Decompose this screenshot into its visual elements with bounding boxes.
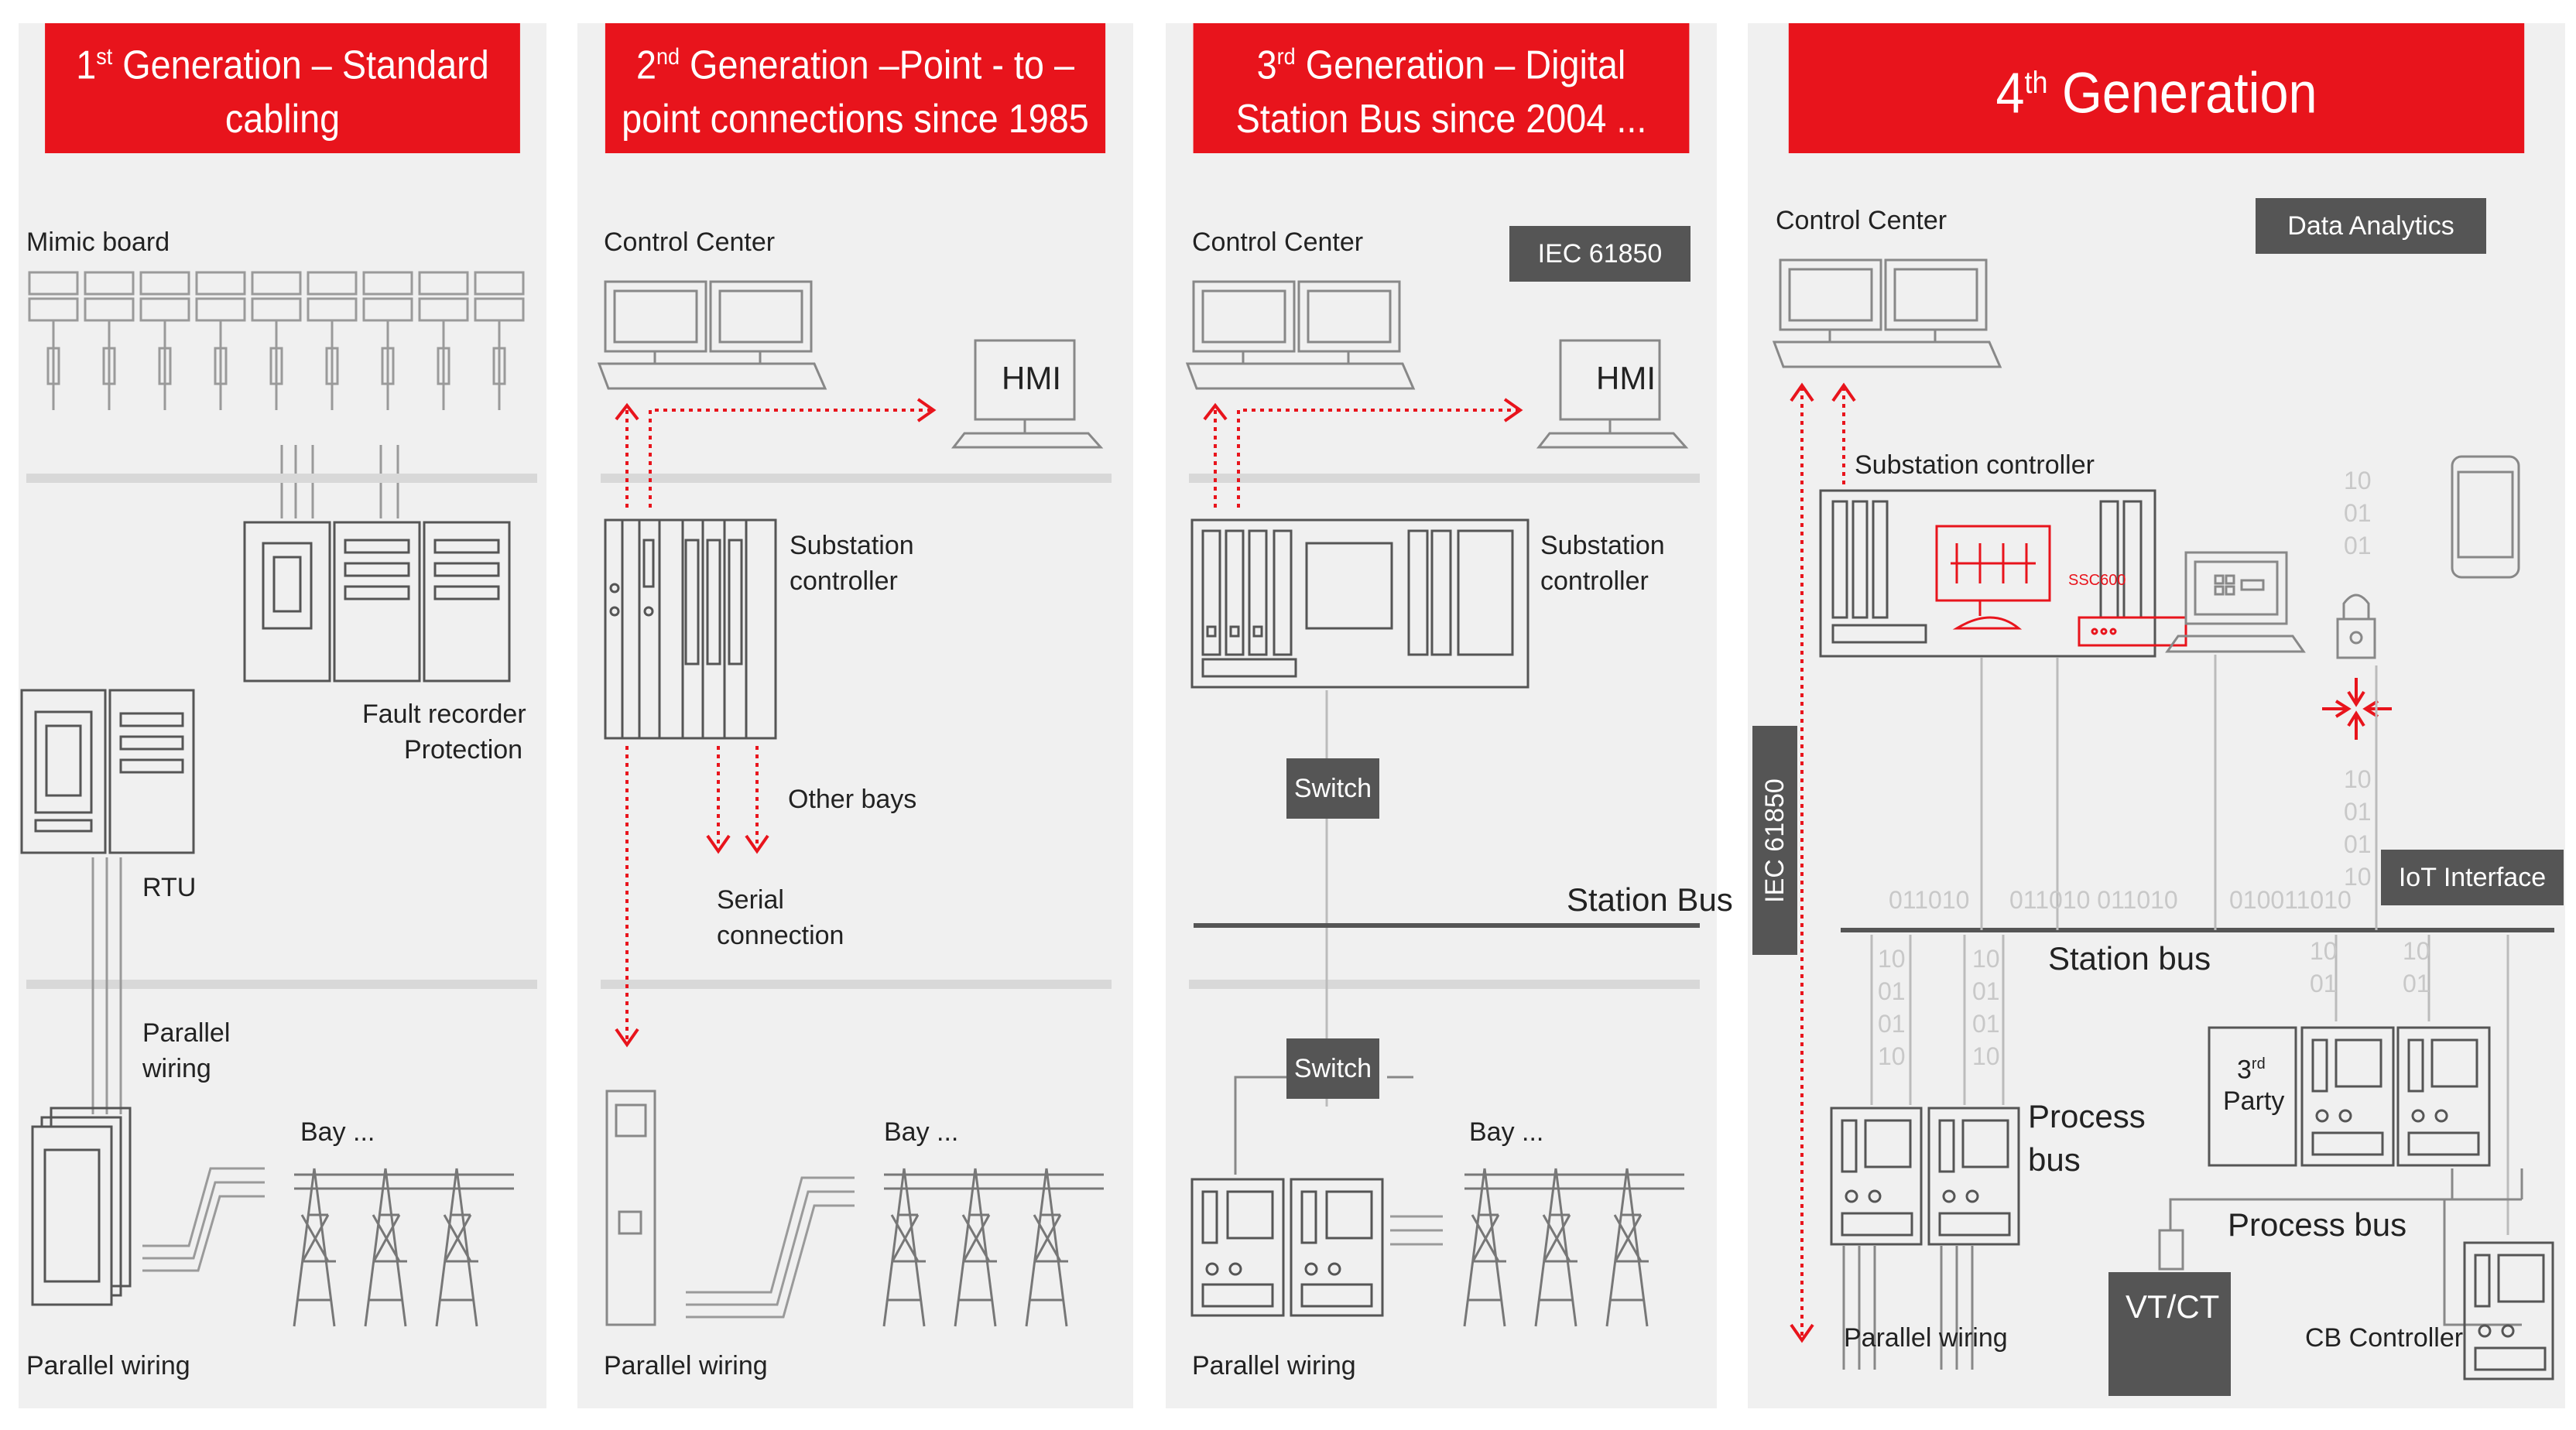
lock-icon	[2336, 594, 2376, 659]
station-bus-label: Station bus	[2048, 940, 2211, 977]
cb-controller-label: CB Controller	[2305, 1323, 2464, 1353]
controller-screen-text: SSC600	[2068, 572, 2126, 589]
third-party-number: 3rd	[2237, 1055, 2266, 1085]
red-dotted-arrows	[1203, 398, 1523, 508]
vtct-connector-icon	[2158, 1229, 2184, 1271]
panel-stack-icon	[31, 1107, 132, 1306]
serial-label: Serial	[717, 885, 784, 915]
connection-label: connection	[717, 921, 844, 950]
iot-connector-icon	[2322, 678, 2392, 740]
data-analytics-badge: Data Analytics	[2256, 198, 2486, 254]
transmission-tower-icon	[882, 1168, 1104, 1327]
hmi-icon	[951, 339, 1104, 449]
third-party-device-icon	[2208, 1026, 2491, 1167]
smartphone-icon	[2451, 455, 2520, 579]
process-bus-label: Process bus	[2228, 1206, 2407, 1243]
transmission-tower-icon	[1463, 1168, 1684, 1327]
wiring-lines	[142, 1167, 265, 1272]
hmi-label: HMI	[1002, 360, 1061, 396]
fault-recorder-rack-icon	[243, 521, 511, 682]
parallel-wiring-label: Parallel wiring	[1844, 1323, 2008, 1353]
bus-bits: 011010	[1889, 886, 1970, 914]
iot-interface-badge: IoT Interface	[2381, 850, 2564, 905]
wiring-label: wiring	[142, 1054, 211, 1083]
station-bus-label: Station Bus	[1567, 881, 1733, 918]
wiring-lines	[686, 1176, 855, 1319]
protection-label: Protection	[404, 735, 523, 765]
panel-3-drawing	[1185, 280, 1700, 1327]
iec-61850-badge: IEC 61850	[1509, 226, 1690, 282]
substation-label: Substation	[1540, 531, 1665, 560]
hmi-icon	[1536, 339, 1689, 449]
bay-controller-icon	[605, 1090, 656, 1326]
panel-2-drawing	[597, 280, 1112, 1327]
panel-1-drawing	[20, 271, 537, 1327]
panel-4-drawing: SSC600	[1772, 258, 2554, 1396]
transmission-tower-icon	[293, 1168, 514, 1327]
process-bus-label-b: bus	[2028, 1141, 2081, 1178]
panel-gen-4: 4th Generation SSC600	[1748, 23, 2565, 1408]
hmi-label: HMI	[1596, 360, 1656, 396]
parallel-label: Parallel	[142, 1018, 231, 1048]
bay-label: Bay ...	[1469, 1117, 1544, 1147]
iec-61850-vertical-badge: IEC 61850	[1752, 726, 1797, 955]
other-bays-label: Other bays	[788, 785, 917, 814]
bay-label: Bay ...	[300, 1117, 375, 1147]
rtu-label: RTU	[142, 873, 197, 902]
vtct-label: VT/CT	[2126, 1288, 2220, 1325]
controller-label: controller	[1540, 566, 1649, 596]
mimic-board-icon	[28, 271, 525, 410]
panel-header: 2nd Generation –Point - to –point connec…	[605, 23, 1106, 153]
bus-bits: 010011010	[2229, 886, 2352, 914]
bay-label: Bay ...	[884, 1117, 959, 1147]
bus-bar	[26, 980, 537, 989]
control-center-label: Control Center	[604, 228, 776, 257]
switch-2: Switch	[1286, 1038, 1379, 1099]
fault-recorder-label: Fault recorder	[362, 700, 526, 729]
parallel-wiring-label: Parallel wiring	[1192, 1351, 1356, 1380]
parallel-wiring-label: Parallel wiring	[26, 1351, 190, 1380]
control-center-label: Control Center	[1192, 228, 1364, 257]
substation-controller-icon	[604, 518, 777, 740]
red-dotted-arrows	[615, 398, 937, 1048]
controller-screen-icon	[1935, 525, 2187, 647]
parallel-wiring-label: Parallel wiring	[604, 1351, 768, 1380]
red-dotted-arrows	[1790, 382, 1856, 1343]
bay-ied-icon	[1190, 1178, 1384, 1317]
panel-gen-2: 2nd Generation –Point - to –point connec…	[577, 23, 1133, 1408]
bus-bar	[26, 474, 537, 483]
substation-controller-label: Substation controller	[1855, 450, 2095, 480]
substation-label: Substation	[790, 531, 914, 560]
control-center-icon	[1772, 258, 2002, 368]
mimic-board-label: Mimic board	[26, 228, 170, 257]
laptop-icon	[2165, 551, 2306, 653]
panel-header: 4th Generation	[1788, 23, 2525, 153]
process-bus-label-a: Process	[2028, 1098, 2146, 1134]
vtct-box	[2108, 1272, 2231, 1396]
cb-controller-icon	[2463, 1241, 2554, 1380]
control-center-icon	[597, 280, 827, 390]
switch-1: Switch	[1286, 758, 1379, 819]
merging-unit-icon	[1830, 1107, 2020, 1246]
control-center-label: Control Center	[1776, 206, 1947, 235]
rtu-icon	[20, 689, 195, 854]
bus-bits: 011010 011010	[2009, 886, 2178, 914]
substation-controller-icon	[1190, 518, 1530, 689]
third-party-label: Party	[2223, 1086, 2285, 1116]
controller-label: controller	[790, 566, 898, 596]
control-center-icon	[1185, 280, 1416, 390]
